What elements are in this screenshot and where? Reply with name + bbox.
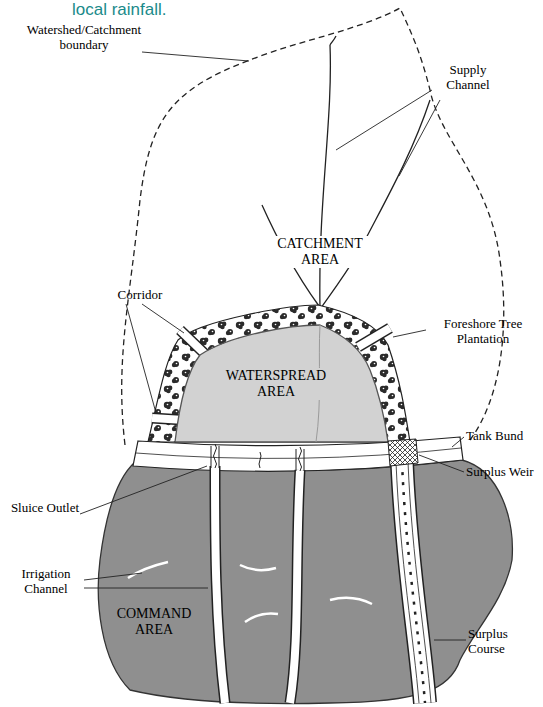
tank-bund-crest [136, 448, 461, 458]
part-label: Surplus Course [468, 626, 538, 656]
tree-plantation [148, 305, 410, 442]
part-label: Watershed/Catchment boundary [14, 22, 154, 52]
command-area: COMMAND AREA [92, 455, 518, 707]
part-label: Foreshore Tree Plantation [428, 316, 538, 346]
command-area-outline [92, 455, 518, 707]
part-label: Sluice Outlet [8, 500, 82, 515]
surplus-course [396, 462, 431, 703]
command-area-shape [98, 460, 512, 704]
part-label: Tank Bund [466, 428, 540, 443]
waterspread-area: WATERSPREAD AREA [170, 322, 392, 444]
surplus-weir [388, 439, 418, 466]
part-label: Surplus Weir [466, 464, 540, 479]
part-label: Irrigation Channel [6, 566, 86, 596]
sluice-outlets [211, 444, 304, 471]
area-name: WATERSPREAD AREA [222, 368, 330, 400]
waterspread-area-shape [175, 325, 388, 442]
irrigation-channels [128, 466, 372, 703]
part-label: Corridor [108, 287, 172, 302]
area-name: COMMAND AREA [106, 606, 202, 638]
area-name: CATCHMENT AREA [268, 236, 372, 268]
part-label: local rainfall. [72, 0, 272, 20]
catchment-area-shape [122, 8, 504, 445]
tank-bund [133, 437, 463, 471]
leader-lines [80, 437, 466, 640]
supply-channels [262, 36, 430, 308]
part-label: Supply Channel [428, 62, 508, 92]
